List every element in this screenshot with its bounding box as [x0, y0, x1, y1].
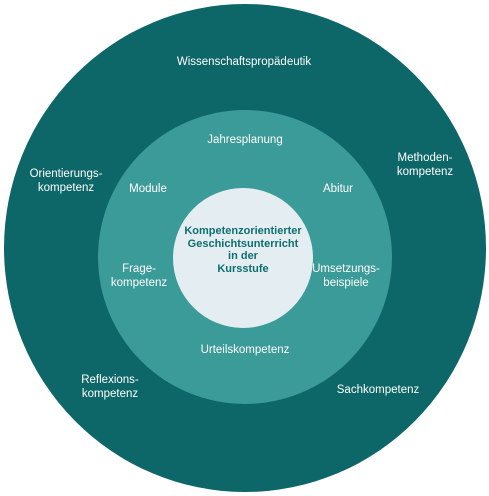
label-sachkompetenz: Sachkompetenz — [336, 384, 420, 396]
label-wissenschaftspropaedeutik: Wissenschaftspropädeutik — [176, 56, 312, 68]
center-circle — [173, 188, 313, 328]
label-umsetzungsbeispiele: Umsetzungs- beispiele — [312, 263, 380, 289]
label-fragekompetenz: Frage- kompetenz — [110, 263, 168, 289]
label-jahresplanung: Jahresplanung — [207, 134, 283, 146]
label-abitur: Abitur — [322, 183, 354, 195]
label-urteilskompetenz: Urteilskompetenz — [200, 344, 290, 356]
label-methodenkompetenz: Methoden- kompetenz — [396, 152, 454, 178]
center-title: Kompetenzorientierter Geschichtsunterric… — [184, 225, 302, 275]
label-reflexionskompetenz: Reflexions- kompetenz — [81, 374, 139, 400]
label-module: Module — [129, 183, 167, 195]
label-orientierungskompetenz: Orientierungs- kompetenz — [29, 168, 103, 194]
